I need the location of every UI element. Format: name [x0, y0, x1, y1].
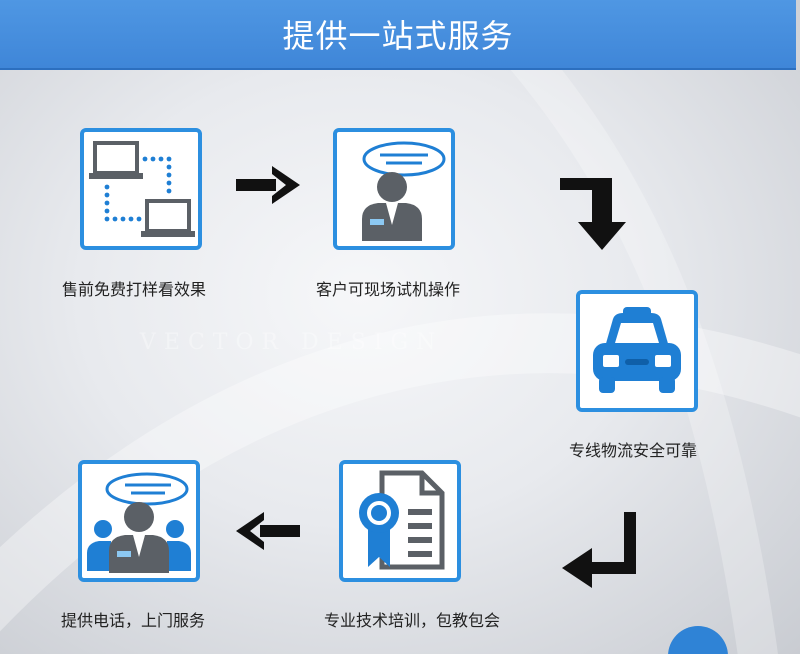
- step-4-caption: 专业技术培训，包教包会: [324, 611, 501, 630]
- step-5-caption: 提供电话，上门服务: [61, 611, 206, 630]
- laptops-icon: [89, 141, 195, 237]
- team-icon: [87, 472, 191, 573]
- arrow-right-icon: [236, 166, 300, 204]
- header-bar: 提供一站式服务: [0, 0, 796, 70]
- arrow-left-icon: [236, 512, 300, 550]
- step-1-tile: [80, 128, 202, 250]
- step-2-caption: 客户可现场试机操作: [316, 280, 461, 299]
- arrow-return-left-icon: [562, 512, 636, 588]
- arrow-turn-down-icon: [560, 178, 626, 250]
- certificate-icon: [359, 470, 445, 570]
- step-1-caption: 售前免费打样看效果: [62, 280, 207, 299]
- corner-decoration: [668, 626, 728, 654]
- step-2-tile: [333, 128, 455, 250]
- step-4-tile: [339, 460, 461, 582]
- step-3-tile: [576, 290, 698, 412]
- step-5-tile: [78, 460, 200, 582]
- car-icon: [593, 307, 681, 393]
- watermark: VECTOR DESIGN: [140, 330, 444, 355]
- agent-icon: [362, 141, 446, 241]
- page-title: 提供一站式服务: [282, 17, 514, 55]
- step-3-caption: 专线物流安全可靠: [569, 441, 698, 460]
